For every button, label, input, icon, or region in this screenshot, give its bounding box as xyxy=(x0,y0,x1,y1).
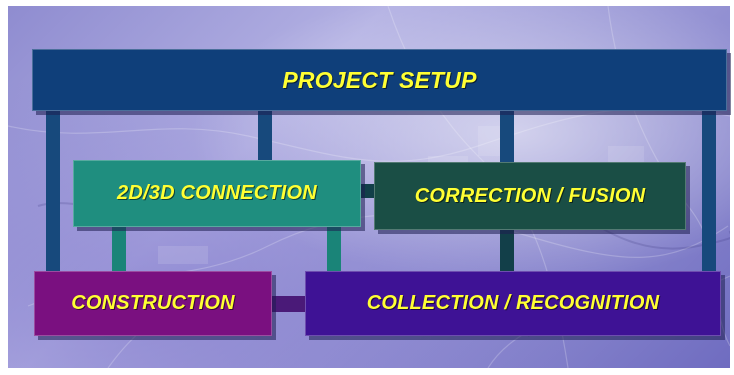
box-correction-fusion-label: CORRECTION / FUSION xyxy=(414,184,646,207)
connector-setup-to-correction xyxy=(500,110,514,162)
box-project-setup: PROJECT SETUP xyxy=(32,49,727,111)
connector-setup-to-collection xyxy=(702,110,716,272)
box-construction: CONSTRUCTION xyxy=(34,271,272,336)
connector-setup-to-construction xyxy=(46,110,60,272)
box-2d3d-connection: 2D/3D CONNECTION xyxy=(73,160,361,227)
box-collection-recognition: COLLECTION / RECOGNITION xyxy=(305,271,721,336)
connector-correction-to-collection xyxy=(500,230,514,272)
box-correction-fusion: CORRECTION / FUSION xyxy=(374,162,686,230)
box-project-setup-label: PROJECT SETUP xyxy=(282,66,477,93)
connector-2d3d-to-correction xyxy=(360,184,376,198)
box-collection-recognition-label: COLLECTION / RECOGNITION xyxy=(366,292,660,314)
box-2d3d-connection-label: 2D/3D CONNECTION xyxy=(117,182,317,204)
connector-construction-to-collection xyxy=(272,296,306,312)
connector-2d3d-to-construction xyxy=(112,226,126,272)
connector-setup-to-2d3d xyxy=(258,110,272,160)
box-construction-label: CONSTRUCTION xyxy=(71,292,235,314)
connector-2d3d-to-collection xyxy=(327,226,341,272)
